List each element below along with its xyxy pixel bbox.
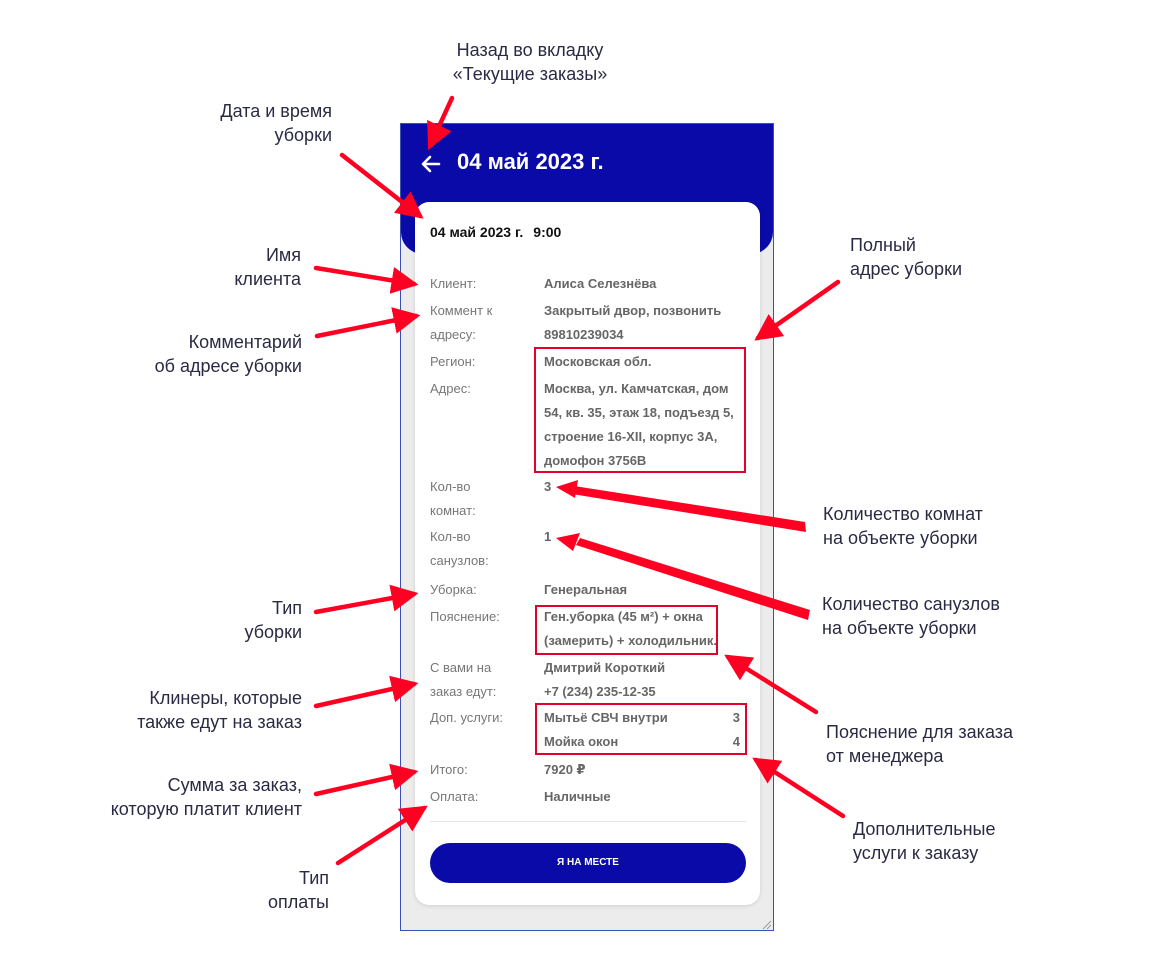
field-label: Коммент к адресу: [430, 303, 493, 342]
extra-service-name: Мытьё СВЧ внутри [544, 710, 668, 725]
annotation-cleaning-type: Тип уборки [244, 598, 302, 642]
annotation-payment-type: Тип оплаты [267, 868, 329, 912]
highlight-note [535, 605, 718, 655]
annotation-rooms: Количество комнат на объекте уборки [823, 504, 983, 548]
extra-service-item: Мытьё СВЧ внутри 3 [544, 706, 740, 730]
annotation-extra-services: Дополнительные услуги к заказу [853, 819, 996, 863]
cleaning-type: Генеральная [544, 582, 628, 597]
field-label: Кол-во санузлов: [430, 529, 489, 568]
field-label: Кол-во комнат: [430, 479, 476, 518]
field-label: Оплата: [430, 789, 479, 804]
field-label: Адрес: [430, 381, 471, 396]
crew-value: Дмитрий Короткий +7 (234) 235-12-35 [544, 660, 666, 699]
field-label: Итого: [430, 762, 468, 777]
resize-grip-icon[interactable] [760, 917, 772, 930]
phone-screen: 04 май 2023 г. 04 май 2023 г. 9:00 Клиент… [400, 123, 774, 931]
annotation-client-name: Имя клиента [234, 245, 301, 289]
field-label: Пояснение: [430, 609, 500, 624]
annotation-cleaners: Клинеры, которые также едут на заказ [137, 688, 302, 732]
back-arrow-icon[interactable] [419, 152, 443, 176]
field-label: Регион: [430, 354, 476, 369]
on-site-button[interactable]: Я НА МЕСТЕ [430, 843, 746, 883]
region-value: Московская обл. [544, 354, 652, 369]
order-time: 9:00 [533, 224, 562, 240]
order-card: 04 май 2023 г. 9:00 Клиент: Алиса Селезнё… [415, 202, 760, 905]
annotation-manager-note: Пояснение для заказа от менеджера [826, 722, 1014, 766]
field-label: Доп. услуги: [430, 710, 503, 725]
field-label: Клиент: [430, 276, 477, 291]
extra-service-item: Мойка окон 4 [544, 730, 740, 754]
annotation-bathrooms: Количество санузлов на объекте уборки [822, 594, 1000, 638]
annotation-full-address: Полный адрес уборки [850, 235, 962, 279]
page-title: 04 май 2023 г. [457, 149, 604, 174]
extra-service-qty: 4 [732, 734, 740, 749]
address-value: Москва, ул. Камчатская, дом 54, кв. 35, … [544, 381, 734, 468]
bathrooms-value: 1 [544, 529, 552, 544]
rooms-value: 3 [544, 479, 552, 494]
address-comment: Закрытый двор, позвонить 89810239034 [544, 303, 722, 342]
field-label: Уборка: [430, 582, 477, 597]
payment-value: Наличные [544, 789, 611, 804]
total-value: 7920 ₽ [544, 762, 586, 777]
divider [430, 821, 746, 822]
order-datetime: 04 май 2023 г. 9:00 [430, 224, 561, 240]
annotation-address-comment: Комментарий об адресе уборки [154, 332, 302, 376]
annotation-datetime: Дата и время уборки [220, 101, 332, 145]
highlight-address [534, 347, 746, 473]
extra-service-qty: 3 [732, 710, 740, 725]
highlight-extras [535, 703, 747, 755]
annotation-back: Назад во вкладку «Текущие заказы» [452, 40, 608, 84]
client-name: Алиса Селезнёва [544, 276, 657, 291]
order-date: 04 май 2023 г. [430, 224, 524, 240]
extra-service-name: Мойка окон [544, 734, 619, 749]
annotation-sum: Сумма за заказ, которую платит клиент [110, 775, 302, 819]
field-label: С вами на заказ едут: [430, 660, 497, 699]
